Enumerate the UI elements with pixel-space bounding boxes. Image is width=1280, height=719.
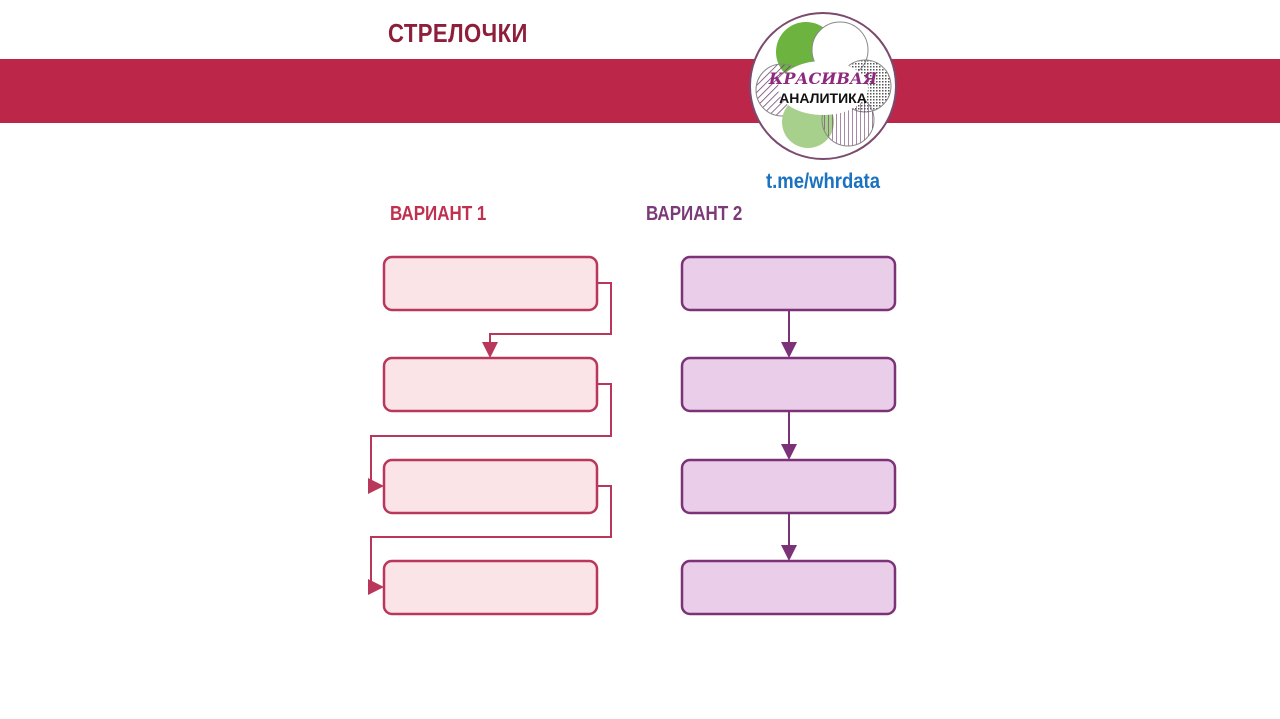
connector-arrow [368, 383, 612, 494]
telegram-link[interactable]: t.me/whrdata [766, 170, 880, 193]
logo: КРАСИВАЯ АНАЛИТИКА [749, 12, 897, 160]
flow-box [382, 255, 599, 312]
variant1-label: ВАРИАНТ 1 [390, 203, 487, 225]
variant1-diagram [368, 255, 612, 616]
variant2-label: ВАРИАНТ 2 [646, 203, 743, 225]
connector-arrow [368, 485, 612, 595]
header-banner [0, 59, 1280, 123]
variant2-diagram [680, 255, 897, 616]
flow-box [382, 356, 599, 413]
flow-box [680, 559, 897, 616]
flow-box [382, 559, 599, 616]
logo-line2: АНАЛИТИКА [779, 90, 867, 106]
flow-box [680, 356, 897, 413]
logo-line1: КРАСИВАЯ [768, 69, 878, 88]
page-title: СТРЕЛОЧКИ [388, 18, 528, 48]
flow-box [680, 255, 897, 312]
flow-box [680, 458, 897, 515]
flow-box [382, 458, 599, 515]
connector-arrow [482, 282, 612, 358]
